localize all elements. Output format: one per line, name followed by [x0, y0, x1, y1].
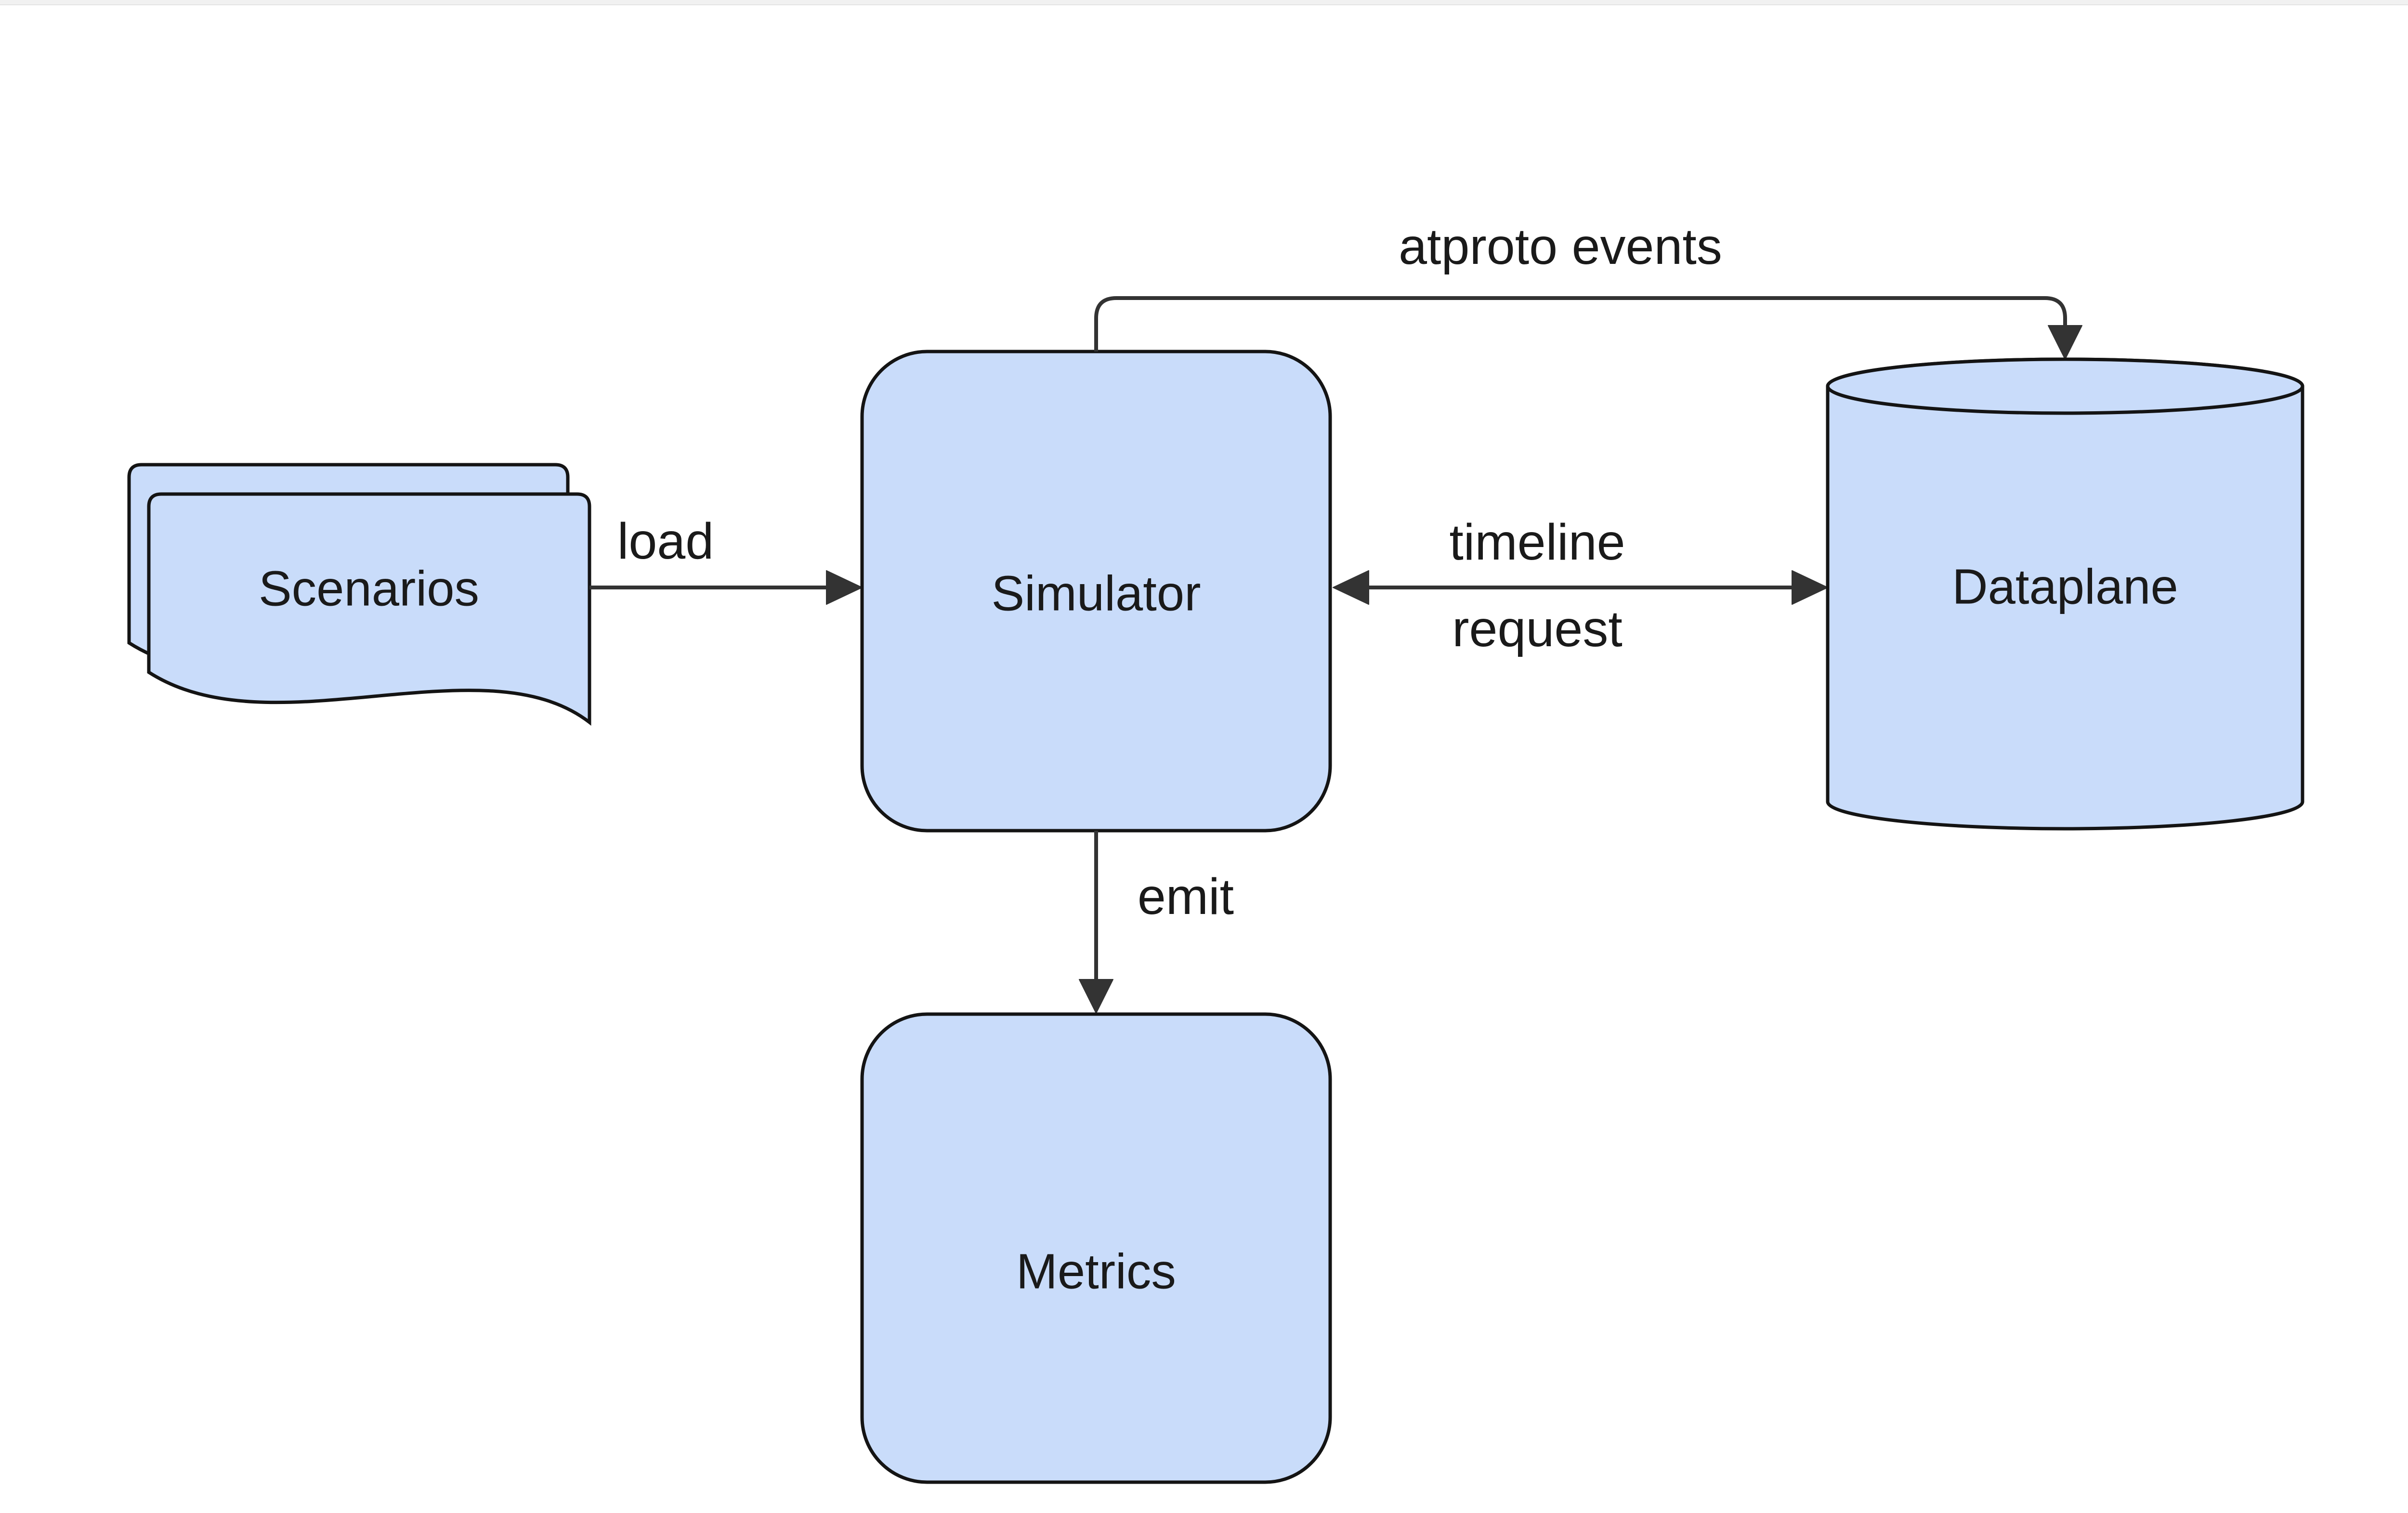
dataplane-cylinder-top: [1826, 357, 2304, 415]
atproto-events-arrowhead: [2048, 325, 2082, 360]
top-bar: [0, 0, 2408, 4]
dataplane-label: Dataplane: [1952, 559, 2178, 614]
emit-arrowhead: [1079, 979, 1113, 1014]
timeline-request-edge-label-line2: request: [1452, 600, 1623, 657]
load-arrowhead: [826, 570, 863, 605]
atproto-events-edge-label: atproto events: [1399, 218, 1722, 275]
top-bar-border: [0, 4, 2408, 5]
scenarios-node: [147, 492, 591, 726]
atproto-events-edge: [1094, 296, 2067, 352]
timeline-request-arrowhead-left: [1333, 570, 1369, 605]
metrics-label: Metrics: [1016, 1244, 1176, 1299]
timeline-request-edge-label-line1: timeline: [1449, 514, 1625, 571]
simulator-label: Simulator: [991, 566, 1201, 621]
emit-edge-label: emit: [1138, 868, 1234, 925]
metrics-node: [860, 1012, 1332, 1484]
load-edge-label: load: [617, 513, 714, 570]
scenarios-label: Scenarios: [259, 561, 479, 616]
timeline-request-arrowhead-right: [1792, 570, 1828, 605]
